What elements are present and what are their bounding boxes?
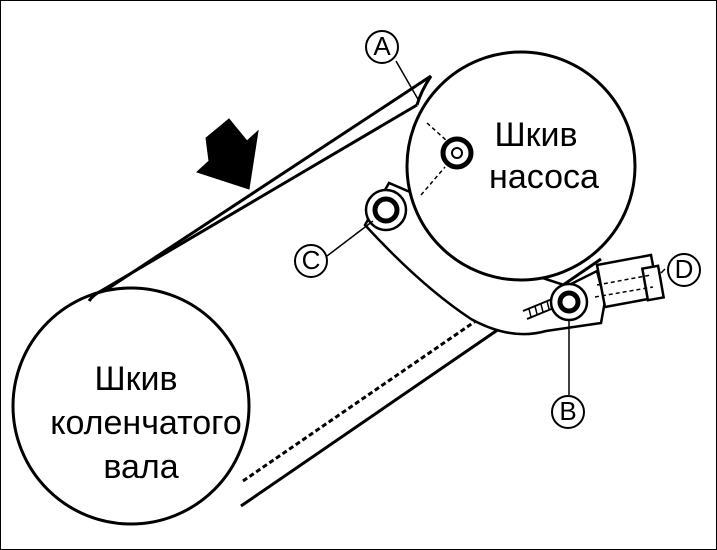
callout-circle-b (551, 395, 585, 429)
crankshaft-pulley (11, 286, 251, 526)
pump-pulley (405, 50, 637, 282)
leader-a (395, 60, 420, 102)
callout-c: C (301, 245, 321, 275)
crank-pulley-label-line3: вала (103, 448, 179, 486)
belt-wrap-pump (415, 75, 433, 106)
pivot-bolt-c-inner (372, 196, 400, 224)
adjuster-thread-line-2 (596, 274, 652, 286)
pump-pulley-label-line2: насоса (489, 158, 599, 196)
callout-circle-c (294, 244, 328, 278)
callout-d: D (674, 254, 694, 284)
belt-inner-top-edge (100, 103, 418, 293)
belt-wrap-crank (87, 289, 102, 302)
leader-c (326, 220, 374, 257)
adjuster-thread-line (594, 286, 654, 298)
callout-circle-d (667, 253, 701, 287)
pump-hub-dashes (420, 122, 448, 196)
crank-pulley-label-line1: Шкив (94, 360, 178, 398)
lock-bolt-b-inner (557, 290, 581, 314)
rod-thread-marks (528, 298, 556, 318)
pump-hub-bolt-center (451, 147, 463, 159)
pump-pulley-label-line1: Шкив (494, 116, 578, 154)
callout-circle-a (365, 30, 399, 64)
press-arrow-icon (196, 118, 259, 190)
leader-d (660, 268, 666, 274)
callout-a: A (373, 31, 391, 61)
crank-pulley-label-line2: коленчатого (50, 404, 242, 442)
adjuster-bolt-head (640, 264, 666, 302)
callout-b: B (559, 396, 577, 426)
